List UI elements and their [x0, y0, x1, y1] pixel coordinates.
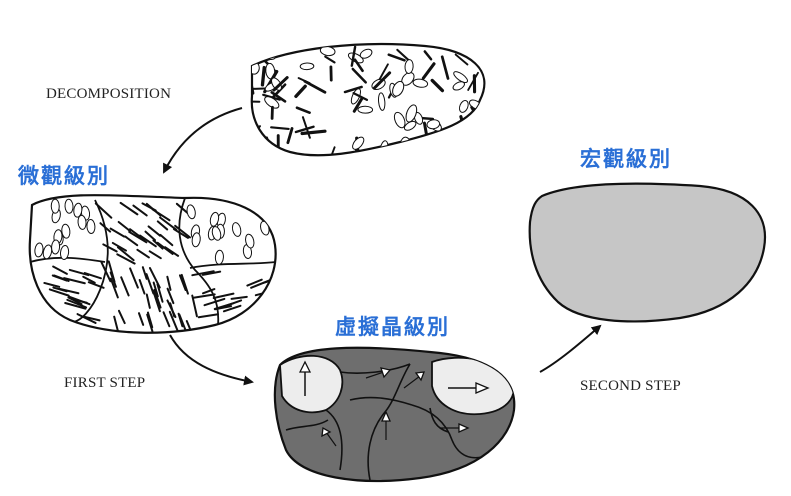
micro-level-label: 微觀級別	[18, 160, 110, 190]
virtual-crystal-material	[275, 348, 514, 481]
curved-arrow-icon	[164, 108, 242, 172]
macro-level-material	[530, 184, 765, 322]
virtual-crystal-level-label: 虛擬晶級別	[335, 311, 450, 341]
macro-level-label: 宏觀級別	[580, 143, 672, 173]
curved-arrow-icon	[170, 335, 252, 382]
decomposition-material	[241, 39, 486, 164]
curved-arrow-icon	[540, 326, 600, 372]
micro-level-material	[26, 195, 279, 335]
first-step-label: FIRST STEP	[64, 375, 145, 392]
decomposition-label: DECOMPOSITION	[46, 86, 171, 103]
second-step-label: SECOND STEP	[580, 378, 681, 395]
